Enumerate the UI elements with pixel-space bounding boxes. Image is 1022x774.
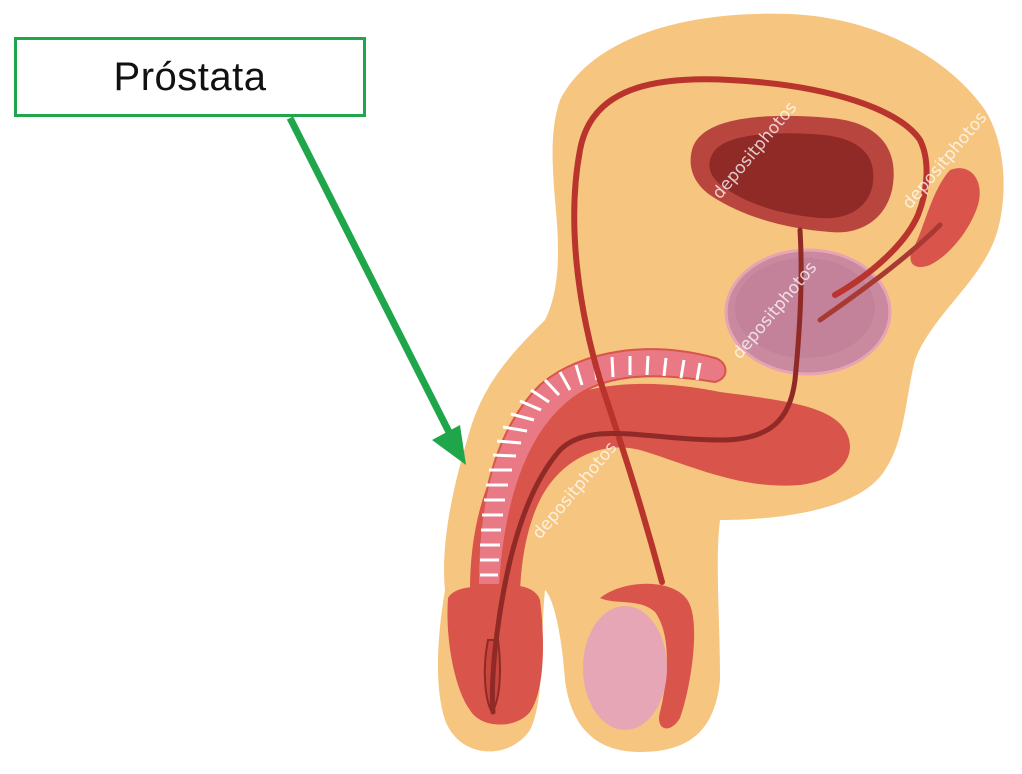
arrow-pointer-icon xyxy=(290,118,466,465)
label-prostata: Próstata xyxy=(114,55,267,100)
watermark-text-4: depositphotos xyxy=(889,458,982,563)
testis xyxy=(583,606,667,730)
label-box: Próstata xyxy=(14,37,366,117)
